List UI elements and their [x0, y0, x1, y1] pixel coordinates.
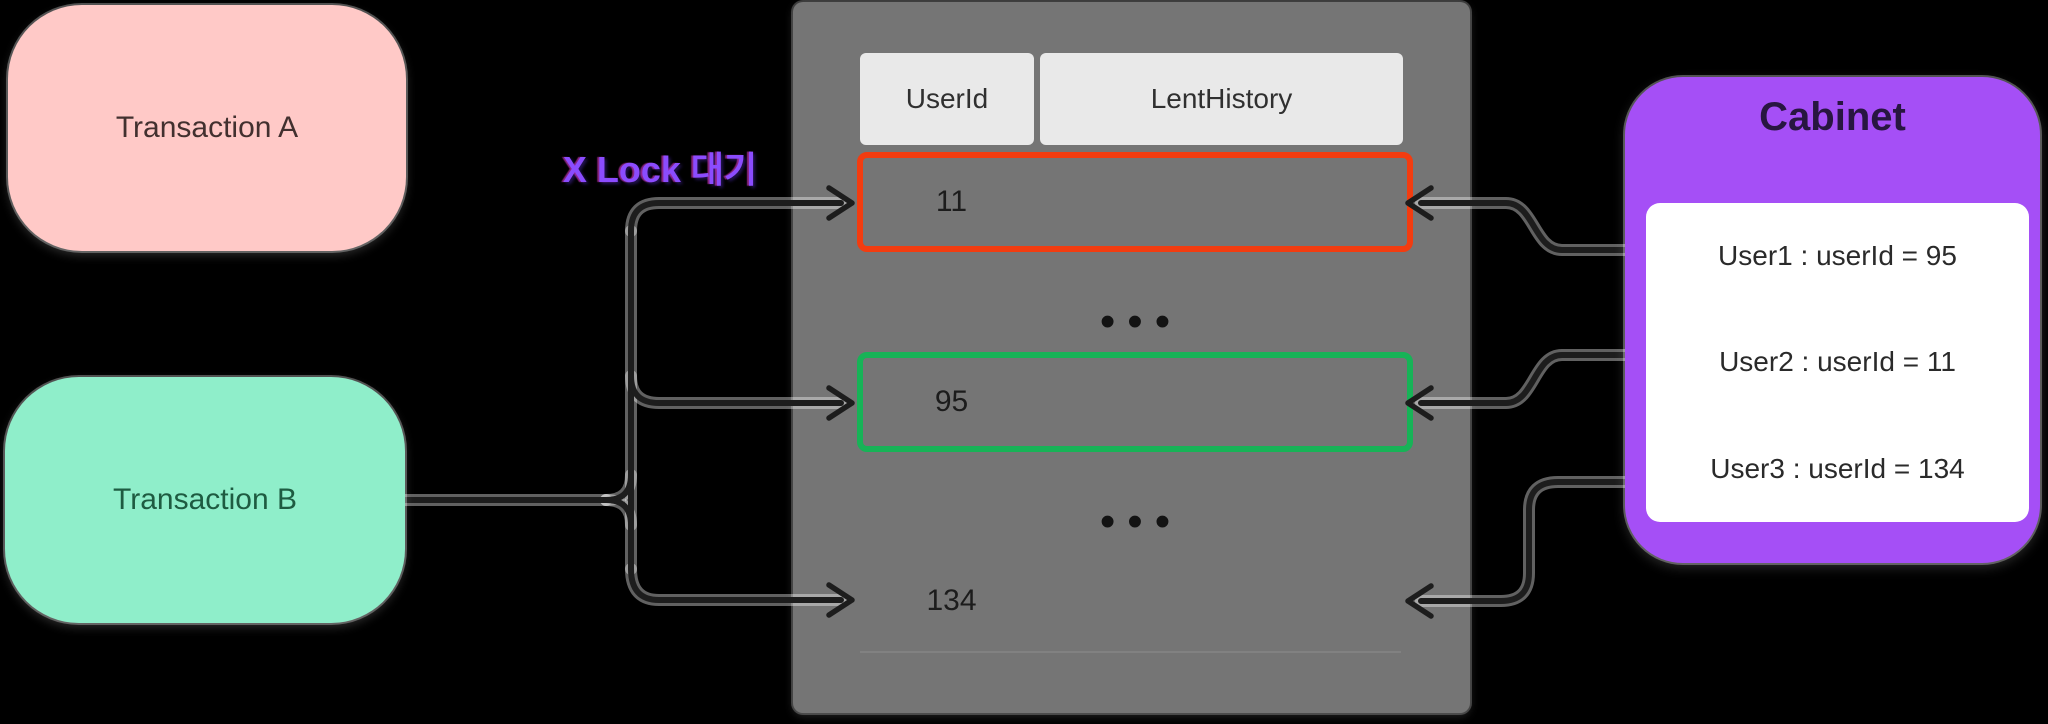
- transaction-a-box: Transaction A: [8, 5, 406, 251]
- transaction-a-label: Transaction A: [115, 111, 299, 144]
- column-header-userid: UserId: [860, 53, 1034, 145]
- cabinet-title: Cabinet: [1759, 95, 1906, 139]
- transaction-b-box: Transaction B: [5, 377, 405, 623]
- row-divider-line: [860, 651, 1401, 653]
- userid-value: 11: [935, 185, 968, 218]
- ellipsis-rows: •••: [1099, 497, 1183, 546]
- table-row-locked-b: 95: [857, 352, 1413, 452]
- column-header-lenthistory: LentHistory: [1040, 53, 1403, 145]
- cabinet-user2-item: User2 : userId = 11: [1719, 346, 1956, 378]
- ellipsis-rows: •••: [1099, 297, 1183, 346]
- userid-value: 134: [926, 584, 977, 617]
- table-row-locked: 11: [857, 152, 1413, 252]
- cabinet-user1-item: User1 : userId = 95: [1718, 240, 1957, 272]
- transaction-b-label: Transaction B: [113, 483, 297, 516]
- cabinet-user-list: User1 : userId = 95 User2 : userId = 11 …: [1646, 203, 2029, 522]
- userid-value: 95: [934, 385, 969, 418]
- table-row: 134: [857, 551, 1413, 651]
- x-lock-wait-label: X Lock 대기: [562, 149, 758, 190]
- cabinet-user3-item: User3 : userId = 134: [1710, 452, 1965, 484]
